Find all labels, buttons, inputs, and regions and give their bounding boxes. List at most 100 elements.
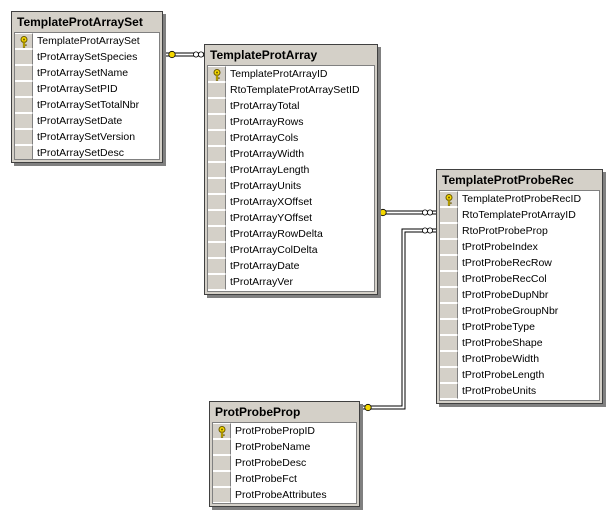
row-selector[interactable]	[208, 242, 226, 258]
row-selector[interactable]	[440, 207, 458, 223]
table-title[interactable]: ProtProbeProp	[215, 405, 301, 419]
column-row[interactable]: TemplateProtArrayID	[208, 66, 374, 82]
column-row[interactable]: RtoTemplateProtArrayID	[440, 207, 599, 223]
relationship-probeprop-to-proberec[interactable]	[360, 227, 437, 412]
column-name: RtoProtProbeProp	[462, 225, 548, 237]
row-selector[interactable]	[208, 98, 226, 114]
row-selector[interactable]	[15, 145, 33, 159]
column-row[interactable]: tProtArrayUnits	[208, 178, 374, 194]
row-selector[interactable]	[208, 146, 226, 162]
row-selector[interactable]	[440, 191, 458, 207]
row-selector[interactable]	[208, 210, 226, 226]
row-selector[interactable]	[440, 367, 458, 383]
row-selector[interactable]	[208, 114, 226, 130]
row-selector[interactable]	[440, 351, 458, 367]
column-row[interactable]: ProtProbeName	[213, 439, 356, 455]
column-row[interactable]: tProtArraySetName	[15, 65, 159, 81]
column-row[interactable]: tProtArrayWidth	[208, 146, 374, 162]
row-selector[interactable]	[208, 82, 226, 98]
column-row[interactable]: ProtProbeAttributes	[213, 487, 356, 503]
table-title[interactable]: TemplateProtArray	[210, 48, 318, 62]
column-row[interactable]: tProtArraySetDesc	[15, 145, 159, 159]
row-selector[interactable]	[15, 65, 33, 81]
row-selector[interactable]	[440, 239, 458, 255]
column-row[interactable]: tProtProbeGroupNbr	[440, 303, 599, 319]
column-row[interactable]: RtoTemplateProtArraySetID	[208, 82, 374, 98]
table-template-prot-array-set[interactable]: TemplateProtArraySet TemplateProtArraySe…	[11, 11, 163, 163]
row-selector[interactable]	[208, 162, 226, 178]
row-selector[interactable]	[15, 49, 33, 65]
column-name: tProtArrayWidth	[230, 148, 305, 160]
row-selector[interactable]	[440, 223, 458, 239]
relationship-array-to-proberec[interactable]	[378, 208, 437, 217]
table-prot-probe-prop[interactable]: ProtProbeProp ProtProbePropID ProtProbeNa…	[209, 401, 360, 507]
column-row[interactable]: tProtProbeLength	[440, 367, 599, 383]
row-selector[interactable]	[15, 113, 33, 129]
row-selector[interactable]	[440, 287, 458, 303]
column-row[interactable]: tProtArrayRows	[208, 114, 374, 130]
row-selector[interactable]	[213, 487, 231, 503]
column-row[interactable]: tProtArrayCols	[208, 130, 374, 146]
relationship-arrayset-to-array[interactable]	[163, 50, 206, 59]
row-selector[interactable]	[440, 383, 458, 399]
column-row[interactable]: tProtArrayYOffset	[208, 210, 374, 226]
column-row[interactable]: ProtProbeFct	[213, 471, 356, 487]
column-row[interactable]: tProtProbeWidth	[440, 351, 599, 367]
column-row[interactable]: tProtArraySetSpecies	[15, 49, 159, 65]
row-selector[interactable]	[15, 33, 33, 49]
row-selector[interactable]	[440, 319, 458, 335]
column-name: tProtArrayVer	[230, 276, 294, 288]
table-title[interactable]: TemplateProtProbeRec	[442, 173, 574, 187]
column-row[interactable]: tProtArrayLength	[208, 162, 374, 178]
row-selector[interactable]	[213, 471, 231, 487]
key-icon	[20, 36, 28, 48]
column-row[interactable]: ProtProbeDesc	[213, 455, 356, 471]
row-selector[interactable]	[208, 226, 226, 242]
row-selector[interactable]	[208, 194, 226, 210]
column-name: ProtProbePropID	[235, 425, 315, 437]
column-row[interactable]: tProtProbeRecRow	[440, 255, 599, 271]
column-row[interactable]: tProtArraySetPID	[15, 81, 159, 97]
column-row[interactable]: tProtArraySetVersion	[15, 129, 159, 145]
column-row[interactable]: tProtArrayVer	[208, 274, 374, 290]
row-selector[interactable]	[208, 66, 226, 82]
column-row[interactable]: tProtProbeType	[440, 319, 599, 335]
column-row[interactable]: TemplateProtProbeRecID	[440, 191, 599, 207]
column-row[interactable]: tProtProbeDupNbr	[440, 287, 599, 303]
column-row[interactable]: tProtArraySetDate	[15, 113, 159, 129]
row-selector[interactable]	[440, 335, 458, 351]
row-selector[interactable]	[440, 303, 458, 319]
column-row[interactable]: tProtProbeRecCol	[440, 271, 599, 287]
table-template-prot-probe-rec[interactable]: TemplateProtProbeRec TemplateProtProbeRe…	[436, 169, 603, 404]
column-row[interactable]: tProtArrayTotal	[208, 98, 374, 114]
column-row[interactable]: tProtArrayRowDelta	[208, 226, 374, 242]
column-row[interactable]: tProtArraySetTotalNbr	[15, 97, 159, 113]
row-selector[interactable]	[208, 130, 226, 146]
column-row[interactable]: tProtArrayXOffset	[208, 194, 374, 210]
table-title[interactable]: TemplateProtArraySet	[17, 15, 143, 29]
column-name: tProtProbeLength	[462, 369, 545, 381]
column-row[interactable]: tProtArrayDate	[208, 258, 374, 274]
row-selector[interactable]	[440, 271, 458, 287]
column-row[interactable]: ProtProbePropID	[213, 423, 356, 439]
row-selector[interactable]	[213, 439, 231, 455]
column-row[interactable]: RtoProtProbeProp	[440, 223, 599, 239]
row-selector[interactable]	[213, 423, 231, 439]
row-selector[interactable]	[213, 455, 231, 471]
row-selector[interactable]	[208, 258, 226, 274]
column-name: tProtArraySetDate	[37, 115, 123, 127]
column-row[interactable]: tProtArrayColDelta	[208, 242, 374, 258]
row-selector[interactable]	[440, 255, 458, 271]
column-row[interactable]: TemplateProtArraySet	[15, 33, 159, 49]
row-selector[interactable]	[15, 129, 33, 145]
row-selector[interactable]	[208, 178, 226, 194]
column-row[interactable]: tProtProbeIndex	[440, 239, 599, 255]
row-selector[interactable]	[208, 274, 226, 290]
row-selector[interactable]	[15, 81, 33, 97]
row-selector[interactable]	[15, 97, 33, 113]
key-end-icon	[168, 50, 176, 59]
column-row[interactable]: tProtProbeShape	[440, 335, 599, 351]
column-row[interactable]: tProtProbeUnits	[440, 383, 599, 399]
